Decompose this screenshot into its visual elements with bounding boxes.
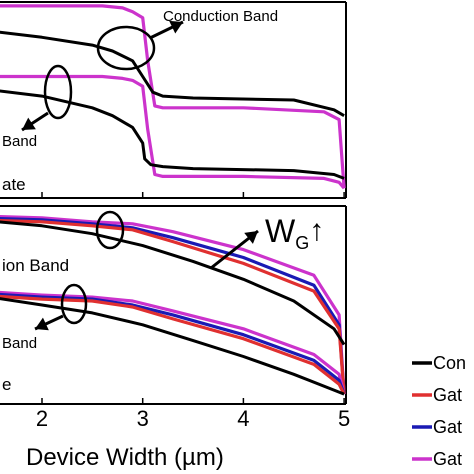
series-line-panel2-2 (0, 217, 346, 395)
legend-label: Gat (433, 417, 462, 437)
bottom-conduction-ellipse (95, 210, 125, 250)
wg-label-main: W (265, 213, 296, 249)
top-conduction-ellipse (96, 25, 156, 71)
bottom-conduction-band-label: ion Band (2, 256, 69, 275)
legend-label: Gat (433, 385, 462, 405)
top-band-label: Band (2, 133, 37, 150)
x-tick-label: 5 (338, 406, 350, 431)
x-axis-label: Device Width (µm) (26, 444, 224, 471)
series-line-panel2-5 (0, 290, 346, 395)
annotation-shapes (21, 20, 259, 331)
top-partial-label: ate (2, 175, 26, 194)
x-tick-label: 2 (36, 406, 48, 431)
bottom-band-label: Band (2, 335, 37, 352)
series-line-panel2-3 (0, 218, 346, 395)
top-conduction-band-label: Conduction Band (163, 8, 278, 25)
top-conduction-arrow-head (169, 20, 183, 34)
x-tick-label: 3 (137, 406, 149, 431)
top-valence-ellipse (43, 64, 73, 120)
panel-frames (0, 1, 347, 405)
series-line-panel2-6 (0, 292, 346, 395)
series-line-panel2-7 (0, 294, 346, 395)
series-line-panel1-4 (0, 89, 345, 180)
legend-label: Con (433, 353, 466, 373)
wg-label-sub: G (295, 233, 309, 253)
series-line-panel2-1 (0, 215, 346, 395)
top-valence-arrow-head (22, 117, 36, 130)
series-line-panel1-3 (0, 30, 345, 117)
wg-label: WG↑ (265, 213, 324, 253)
wg-increase-arrow-head (244, 231, 258, 244)
x-tick-label: 4 (237, 406, 249, 431)
series-line-panel2-8 (0, 297, 345, 396)
bottom-partial-label: e (2, 375, 11, 394)
wg-label-arrow: ↑ (309, 214, 324, 247)
legend-label: Gat (433, 449, 462, 469)
series-line-panel1-2 (0, 74, 346, 190)
data-lines (0, 4, 346, 396)
series-line-panel1-1 (0, 4, 346, 189)
bottom-valence-arrow-head (35, 317, 49, 331)
x-tick-labels: 2 3 4 5 (36, 406, 350, 431)
bottom-valence-ellipse (60, 283, 88, 325)
series-line-panel2-4 (0, 220, 346, 346)
